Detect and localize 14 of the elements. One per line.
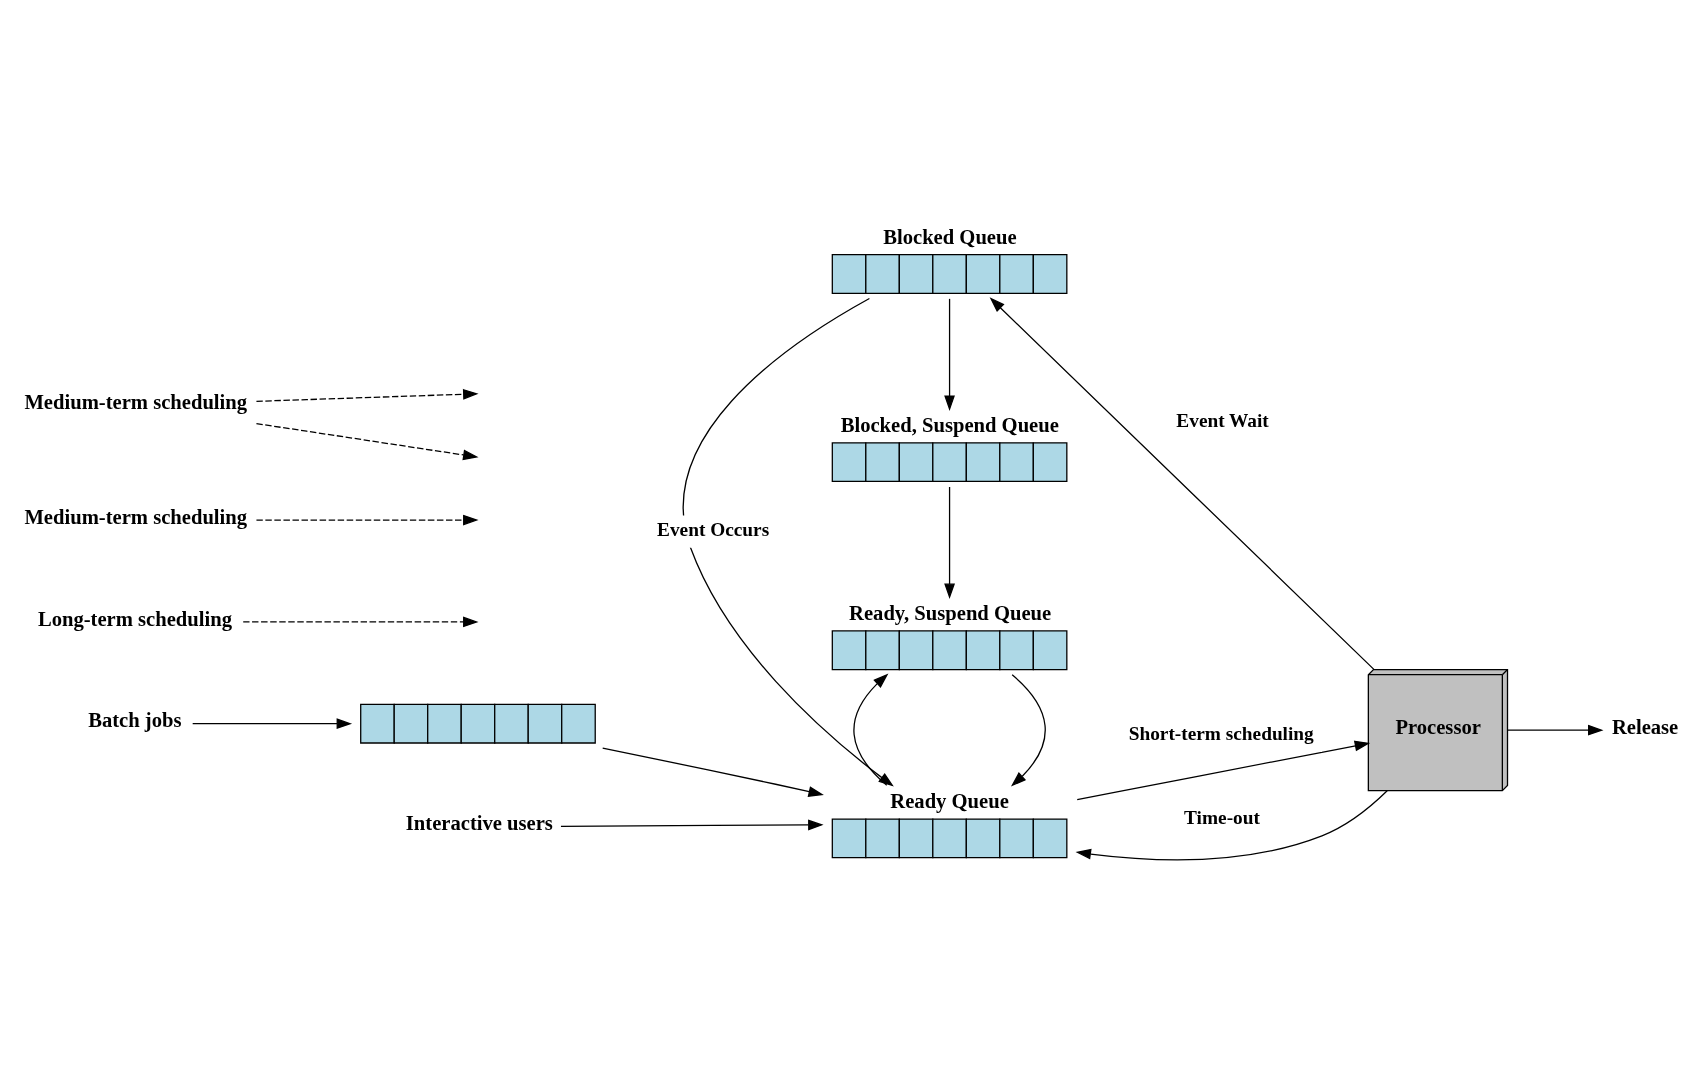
edge-label: Short-term scheduling: [1128, 722, 1314, 744]
node-label: Blocked, Suspend Queue: [840, 414, 1059, 437]
node-label: Ready Queue: [890, 790, 1009, 813]
node-label: Ready, Suspend Queue: [849, 602, 1052, 625]
edge-label: Time-out: [1184, 806, 1260, 828]
node-text: Batch jobs: [88, 709, 182, 732]
node-text: Release: [1611, 715, 1679, 738]
edge-label: Event Occurs: [657, 518, 770, 540]
node-label: Blocked Queue: [883, 226, 1017, 249]
node-text: Interactive users: [405, 812, 553, 835]
edge-label: Event Wait: [1176, 409, 1269, 431]
node-text: Long-term scheduling: [37, 607, 233, 630]
node-text: Medium-term scheduling: [24, 505, 248, 528]
node-text: Medium-term scheduling: [24, 391, 248, 414]
